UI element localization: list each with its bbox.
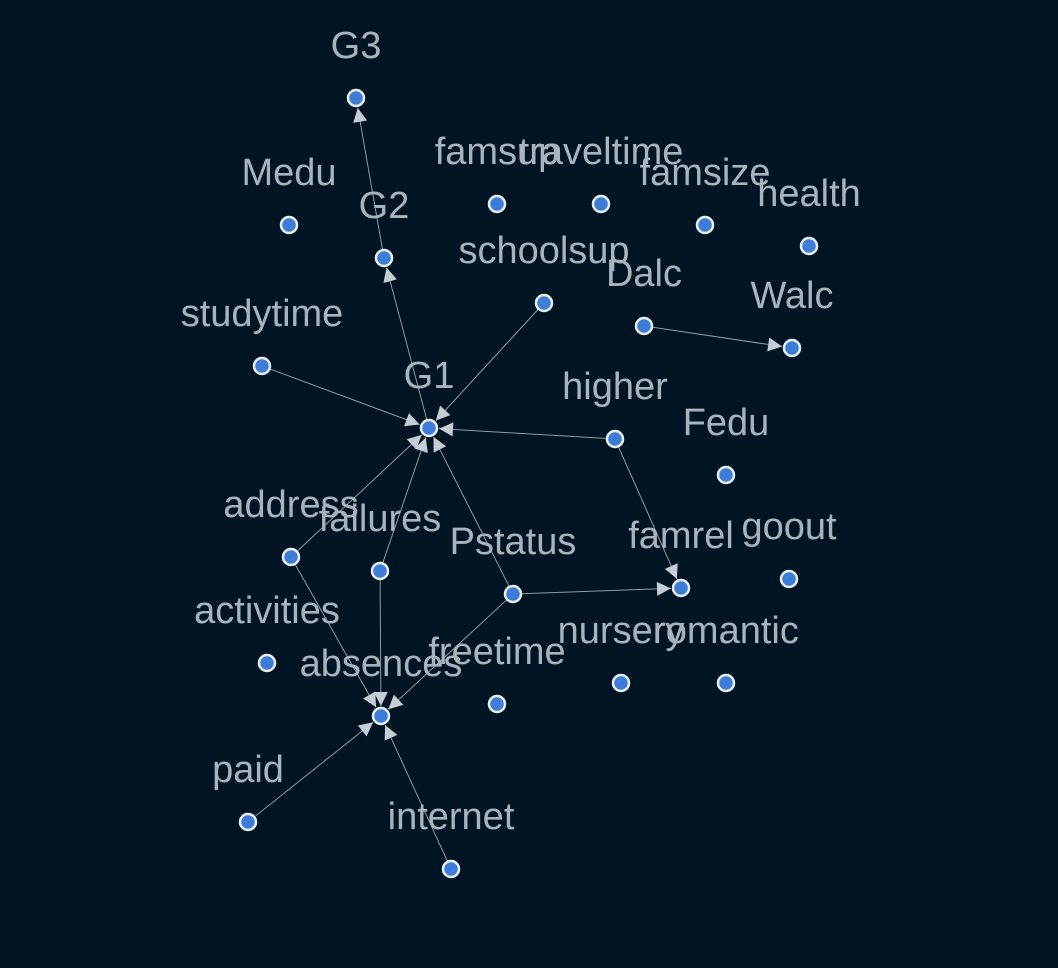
edge-Pstatus-to-absences [388,599,508,710]
nodes-layer [238,88,819,879]
node-Pstatus[interactable] [503,584,523,604]
node-Medu[interactable] [279,215,299,235]
node-health[interactable] [799,236,819,256]
node-Walc[interactable] [782,338,802,358]
edge-Pstatus-to-G1 [433,436,510,588]
node-label-paid: paid [212,749,284,791]
node-label-higher: higher [562,366,668,408]
node-label-G1: G1 [404,355,455,397]
node-label-studytime: studytime [181,293,344,335]
node-label-Fedu: Fedu [683,402,770,444]
node-label-famsize: famsize [640,152,771,194]
node-studytime[interactable] [252,356,272,376]
node-nursery[interactable] [611,673,631,693]
node-label-traveltime: traveltime [519,131,684,173]
edge-paid-to-absences [253,721,374,818]
node-label-schoolsup: schoolsup [458,230,629,272]
node-internet[interactable] [441,859,461,879]
edge-failures-to-absences [373,578,388,707]
edge-higher-to-famrel [617,446,678,580]
node-label-Walc: Walc [750,275,833,317]
node-famsup[interactable] [487,194,507,214]
node-label-Pstatus: Pstatus [450,521,577,563]
edge-higher-to-G1 [438,422,608,440]
edge-failures-to-G1 [382,437,428,564]
edge-address-to-G1 [296,434,423,552]
node-label-address: address [223,484,358,526]
node-label-Medu: Medu [241,152,336,194]
node-label-goout: goout [741,506,837,548]
node-famsize[interactable] [695,215,715,235]
node-traveltime[interactable] [591,194,611,214]
edge-schoolsup-to-G1 [435,308,539,421]
node-freetime[interactable] [487,694,507,714]
node-romantic[interactable] [716,673,736,693]
node-label-nursery: nursery [558,610,685,652]
node-G2[interactable] [374,248,394,268]
node-famrel[interactable] [671,578,691,598]
node-G1[interactable] [419,418,439,438]
edges-layer [253,107,783,862]
node-paid[interactable] [238,812,258,832]
node-schoolsup[interactable] [534,293,554,313]
node-goout[interactable] [779,569,799,589]
node-label-famsup: famsup [435,131,560,173]
node-absences[interactable] [371,706,391,726]
node-label-G2: G2 [359,185,410,227]
node-label-activities: activities [194,590,340,632]
node-label-internet: internet [388,796,515,838]
edge-Pstatus-to-famrel [520,581,672,596]
node-label-romantic: romantic [653,610,799,652]
node-Fedu[interactable] [716,465,736,485]
edge-address-to-absences [294,563,377,708]
node-label-health: health [757,173,861,215]
node-Dalc[interactable] [634,316,654,336]
node-label-failures: failures [319,498,442,540]
edge-G2-to-G3 [353,107,384,251]
edge-G1-to-G2 [383,267,428,421]
node-label-absences: absences [300,643,463,685]
node-address[interactable] [281,547,301,567]
node-label-Dalc: Dalc [606,253,682,295]
node-G3[interactable] [346,88,366,108]
node-activities[interactable] [257,653,277,673]
edge-studytime-to-G1 [269,368,420,427]
edge-Dalc-to-Walc [651,326,783,352]
node-label-G3: G3 [331,25,382,67]
node-higher[interactable] [605,429,625,449]
edge-internet-to-absences [384,724,449,862]
node-label-famrel: famrel [628,515,734,557]
node-failures[interactable] [370,561,390,581]
node-label-freetime: freetime [428,631,565,673]
